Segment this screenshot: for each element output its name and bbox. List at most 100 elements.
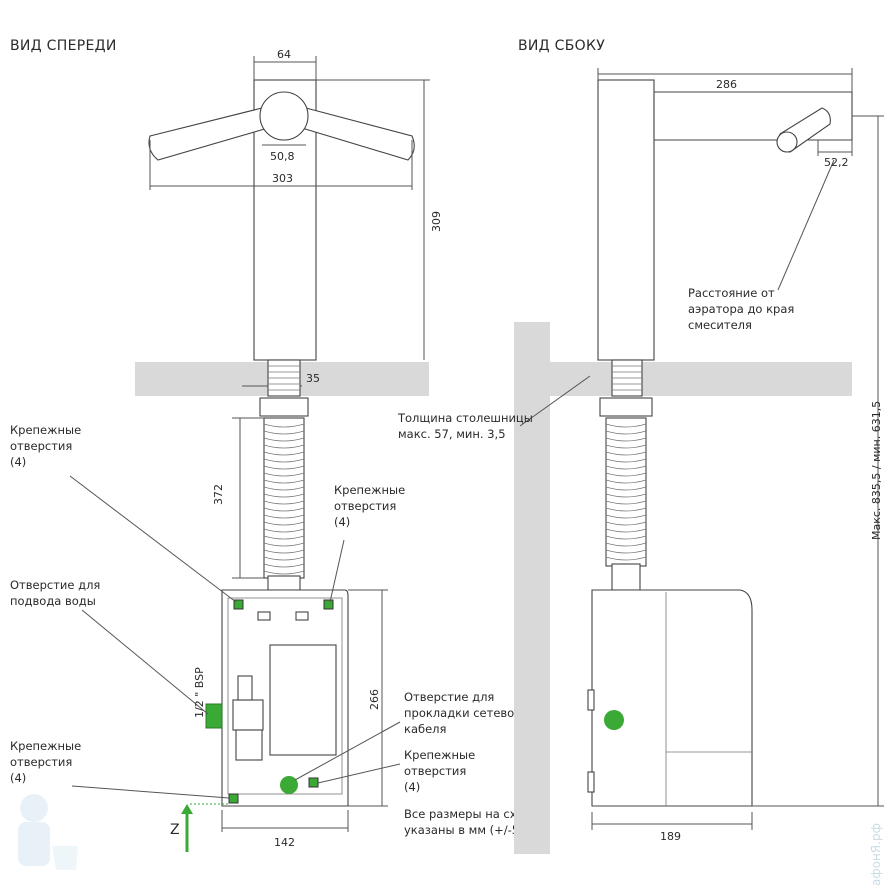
label-mount-holes-4a: Крепежные: [404, 748, 475, 762]
hose-rib: [605, 535, 647, 540]
dim-arms-span: 303: [272, 172, 293, 185]
front-box-panel: [269, 644, 337, 756]
side-view: 286 52,2 Макс. 835,5 / мин. 631,5 189: [514, 68, 884, 854]
front-mount-hole-tl: [233, 599, 244, 610]
hose-rib: [263, 430, 305, 435]
side-faucet-body: [597, 79, 655, 361]
hose-rib: [263, 556, 305, 561]
dim-box-width: 142: [274, 836, 295, 849]
label-mount-holes-3a: Крепежные: [10, 739, 81, 753]
dim-side-reach: 286: [716, 78, 737, 91]
side-wall: [514, 322, 550, 854]
hose-rib: [263, 549, 305, 554]
label-mount-holes-4c: (4): [404, 780, 420, 794]
watermark: aфонЯ.рф: [869, 823, 883, 886]
hose-rib: [263, 570, 305, 575]
hose-rib: [263, 500, 305, 505]
hose-rib: [605, 430, 647, 435]
label-water-inlet-a: Отверстие для: [10, 578, 100, 592]
label-mount-holes-1b: отверстия: [10, 439, 72, 453]
hose-rib: [605, 423, 647, 428]
label-aerator-distance-a: Расстояние от: [688, 286, 775, 300]
hose-rib: [263, 493, 305, 498]
front-clip-right: [295, 611, 309, 621]
side-hose-end: [611, 563, 641, 591]
label-water-inlet-b: подвода воды: [10, 594, 96, 608]
side-box-tab-2: [587, 771, 595, 793]
hose-rib: [605, 521, 647, 526]
label-mount-holes-2a: Крепежные: [334, 483, 405, 497]
hose-rib: [263, 542, 305, 547]
hose-rib: [263, 486, 305, 491]
side-hose: [605, 417, 647, 567]
hose-rib: [605, 486, 647, 491]
front-nut: [259, 397, 309, 417]
label-mount-holes-3b: отверстия: [10, 755, 72, 769]
water-inlet-thread: [205, 703, 223, 729]
label-mount-holes-3c: (4): [10, 771, 26, 785]
side-lever-end: [776, 131, 798, 153]
front-mount-hole-br: [308, 777, 319, 788]
front-view: 64 50,8 303 309 35 372 266 142 1/2 " BSP…: [69, 48, 443, 852]
front-mount-hole-bl: [228, 793, 239, 804]
hose-rib: [605, 451, 647, 456]
label-note-units-a: Все размеры на схеме: [404, 807, 539, 821]
dim-spout-height: 309: [430, 211, 443, 232]
side-box-tab-1: [587, 689, 595, 711]
side-countertop: [514, 362, 852, 396]
hose-rib: [605, 458, 647, 463]
hose-rib: [605, 514, 647, 519]
hose-rib: [263, 521, 305, 526]
label-cable-hole-c: кабеля: [404, 722, 446, 736]
front-right-arm: [301, 107, 415, 161]
label-countertop-b: макс. 57, мин. 3,5: [398, 427, 506, 441]
hose-rib: [263, 514, 305, 519]
label-aerator-distance-b: аэратора до края: [688, 302, 794, 316]
plumber-logo: [18, 794, 78, 870]
label-mount-holes-1c: (4): [10, 455, 26, 469]
front-clip-left: [257, 611, 271, 621]
hose-rib: [263, 444, 305, 449]
hose-rib: [605, 472, 647, 477]
front-valve-bottom: [235, 729, 263, 761]
hose-rib: [605, 479, 647, 484]
label-cable-hole-a: Отверстие для: [404, 690, 494, 704]
front-view-title: ВИД СПЕРЕДИ: [10, 38, 117, 54]
label-cable-hole-b: прокладки сетевого: [404, 706, 527, 720]
side-nut: [599, 397, 653, 417]
hose-rib: [263, 563, 305, 568]
hose-rib: [605, 549, 647, 554]
z-axis-arrowhead: [181, 804, 193, 814]
hose-rib: [605, 444, 647, 449]
dim-thread-diameter: 35: [306, 372, 320, 385]
label-countertop-a: Толщина столешницы: [397, 411, 533, 425]
front-box-inner: [227, 597, 343, 795]
label-mount-holes-1a: Крепежные: [10, 423, 81, 437]
hose-rib: [605, 507, 647, 512]
dim-aerator-offset: 52,2: [824, 156, 849, 169]
label-aerator-distance-c: смесителя: [688, 318, 752, 332]
hose-rib: [263, 528, 305, 533]
front-valve-top: [237, 675, 253, 701]
front-hose-end: [267, 575, 301, 591]
front-labels: Крепежные отверстия (4) Крепежные отверс…: [10, 423, 545, 837]
hose-rib: [605, 528, 647, 533]
side-labels: Толщина столешницы макс. 57, мин. 3,5 Ра…: [397, 286, 794, 441]
dim-knob-diameter: 50,8: [270, 150, 295, 163]
z-axis-label: Z: [170, 822, 180, 838]
hose-rib: [263, 423, 305, 428]
hose-rib: [605, 493, 647, 498]
hose-rib: [263, 451, 305, 456]
front-cable-hole: [280, 776, 298, 794]
front-valve: [232, 699, 264, 731]
dim-hose-length: 372: [212, 484, 225, 505]
side-view-title: ВИД СБОКУ: [518, 38, 605, 54]
hose-rib: [263, 472, 305, 477]
label-mount-holes-4b: отверстия: [404, 764, 466, 778]
dim-box-height: 266: [368, 689, 381, 710]
front-left-arm: [148, 107, 269, 161]
front-knob: [259, 91, 309, 141]
hose-rib: [605, 542, 647, 547]
dim-side-box-width: 189: [660, 830, 681, 843]
